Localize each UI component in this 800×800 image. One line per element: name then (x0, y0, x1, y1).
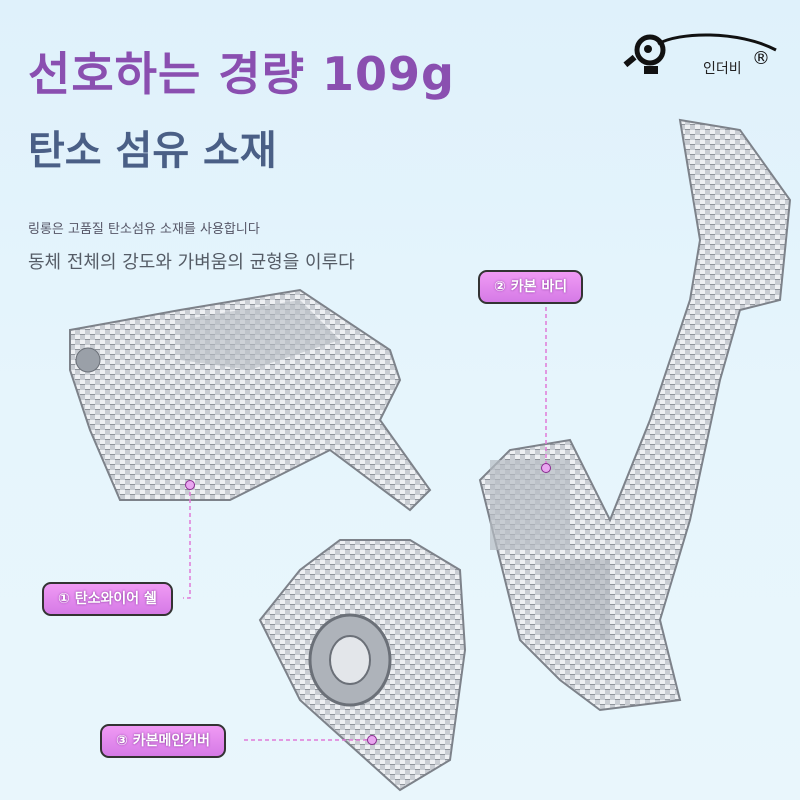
registered-mark: ® (752, 48, 770, 69)
marker-dot-1 (185, 480, 195, 490)
marker-dot-3 (367, 735, 377, 745)
description-line-1: 링롱은 고품질 탄소섬유 소재를 사용합니다 (28, 222, 260, 237)
brand-logo-icon (623, 33, 777, 74)
callout-carbon-body: ② 카본 바디 (478, 270, 584, 304)
carbon-main-cover (258, 539, 467, 792)
brand-name: 인더비 (703, 61, 742, 77)
headline-subtitle: 탄소 섬유 소재 (28, 128, 277, 174)
headline-title: 선호하는 경량 109g (28, 47, 455, 101)
carbon-body (478, 118, 792, 712)
connector-line-1 (183, 485, 191, 599)
callout-carbon-main-cover: ③ 카본메인커버 (100, 724, 227, 758)
marker-dot-2 (541, 463, 551, 473)
callout-carbon-wire-shell: ① 탄소와이어 쉘 (42, 582, 173, 616)
carbon-wire-shell (69, 288, 432, 512)
description-line-2: 동체 전체의 강도와 가벼움의 균형을 이루다 (28, 252, 355, 273)
